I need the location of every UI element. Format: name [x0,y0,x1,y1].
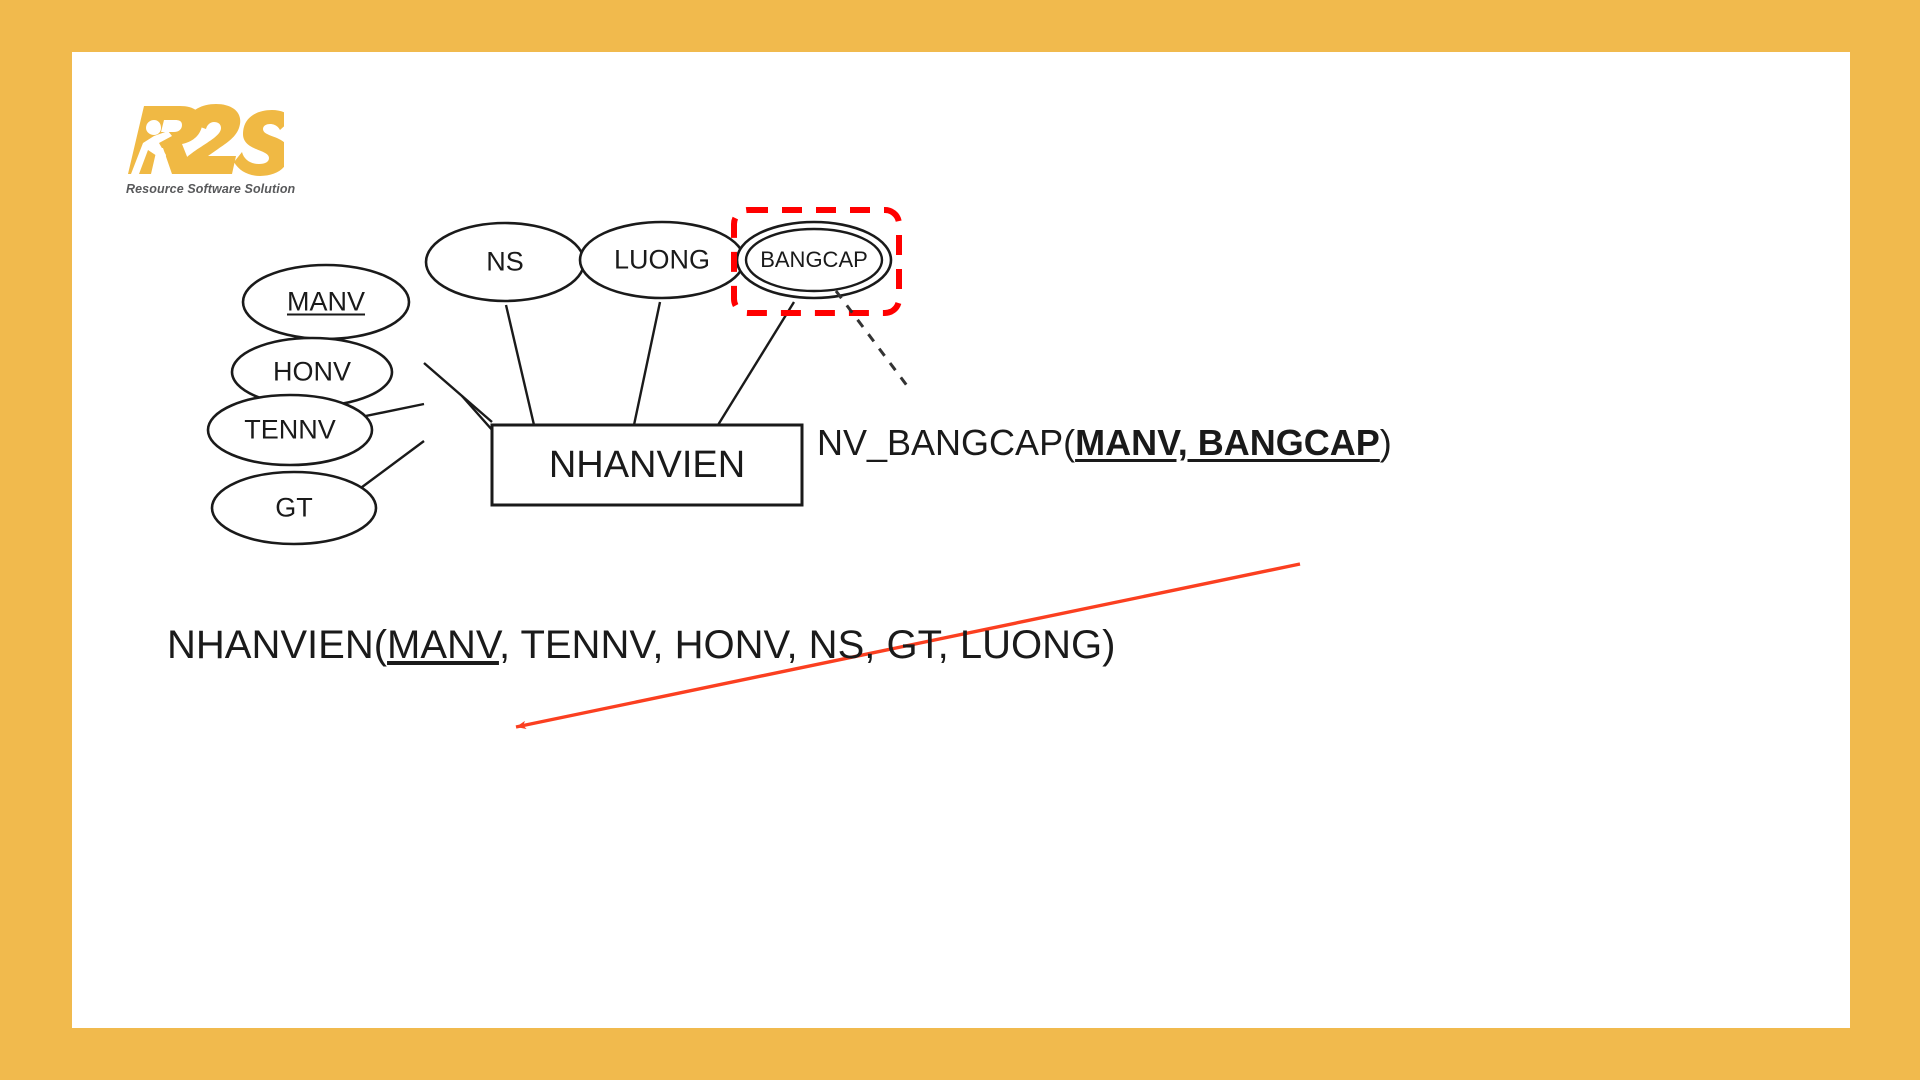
attribute-label-gt: GT [275,492,313,523]
er-diagram: MANV HONV TENNV GT NS LUONG BANGCAP NHAN… [72,52,1850,1028]
bangcap-inner-ellipse [744,227,884,293]
relation-schema-nhanvien: NHANVIEN(MANV, TENNV, HONV, NS, GT, LUON… [167,625,1115,665]
er-diagram-canvas [206,207,1301,730]
relation-nhanvien-suffix: , TENNV, HONV, NS, GT, LUONG) [498,623,1116,667]
highlight-box-bangcap [731,207,902,316]
relation-nhanvien-prefix: NHANVIEN( [167,623,388,667]
content-card: Resource Software Solution [72,52,1850,1028]
connector-tennv [355,402,425,420]
connector-ns [504,304,536,426]
attribute-label-manv: MANV [286,286,366,317]
attribute-label-tennv: TENNV [244,414,336,445]
brand-tagline: Resource Software Solution [126,182,296,196]
attribute-label-luong: LUONG [613,244,711,275]
r2s-logo-icon [128,104,284,176]
entity-rect-nhanvien[interactable] [490,423,804,507]
attribute-ellipse-tennv[interactable] [206,393,374,467]
brand-logo: Resource Software Solution [124,100,324,210]
attribute-shapes [206,220,746,546]
relation-nv-bangcap-key: MANV, BANGCAP [1075,422,1380,463]
attribute-label-ns: NS [486,246,524,277]
relation-nv-bangcap-prefix: NV_BANGCAP( [817,422,1076,463]
connector-bangcap [716,301,796,426]
attribute-label-bangcap: BANGCAP [760,247,868,272]
entity-label-nhanvien: NHANVIEN [548,444,746,486]
relation-nv-bangcap-suffix: ) [1379,422,1392,463]
red-pointer-arrow [515,562,1301,730]
relation-schema-nv-bangcap: NV_BANGCAP(MANV, BANGCAP) [817,425,1392,461]
connector-luong [632,301,662,426]
connector-gt [353,440,425,494]
attribute-ellipse-gt[interactable] [210,470,378,546]
leader-line-bangcap [834,290,910,388]
attribute-label-honv: HONV [272,356,352,387]
relation-nhanvien-key: MANV [387,623,499,667]
connector-honv [423,362,493,423]
